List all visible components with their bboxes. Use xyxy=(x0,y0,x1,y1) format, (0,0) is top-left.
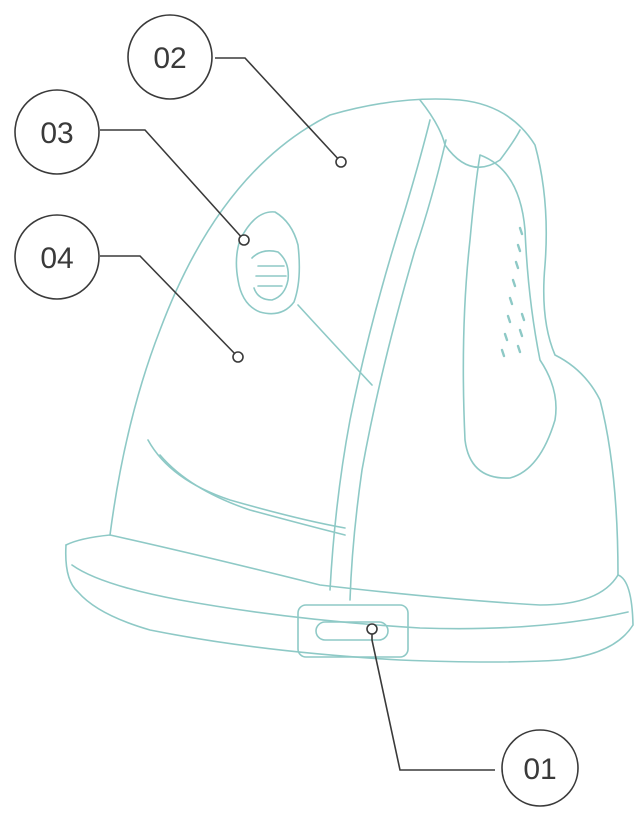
callout-circle-04 xyxy=(14,214,100,300)
scroll-wheel-housing xyxy=(235,211,301,315)
left-button-lower-inner xyxy=(159,454,346,536)
mouse-button-split-inner xyxy=(349,139,447,601)
callout-03: 03 xyxy=(14,89,100,175)
callout-01: 01 xyxy=(501,729,579,807)
scroll-wheel-inner xyxy=(251,250,290,301)
grip-texture-dots xyxy=(500,226,526,358)
anchor-dot-01 xyxy=(366,623,378,635)
callout-label-04: 04 xyxy=(40,242,73,275)
mouse-base-band xyxy=(65,534,619,606)
callout-04: 04 xyxy=(14,214,100,300)
leader-line-03 xyxy=(100,129,245,241)
mouse-base-band-inner xyxy=(71,564,629,630)
callout-label-01: 01 xyxy=(523,753,556,786)
callout-circle-03 xyxy=(14,89,100,175)
scroll-wheel-ridges xyxy=(255,265,287,287)
callout-circle-02 xyxy=(127,14,213,100)
callout-02: 02 xyxy=(127,14,213,100)
leader-line-01 xyxy=(371,629,495,771)
left-button-edge xyxy=(297,304,373,386)
mouse-body-outline xyxy=(109,98,619,576)
anchor-dot-03 xyxy=(238,234,250,246)
mouse-base-outline xyxy=(64,544,634,663)
usb-port-housing xyxy=(297,604,409,658)
mouse-crest-line xyxy=(419,99,521,169)
callout-circle-01 xyxy=(501,729,579,807)
usb-c-port-icon xyxy=(315,621,389,641)
mouse-thumb-recess xyxy=(462,154,557,479)
mouse-button-split xyxy=(329,119,431,591)
leader-line-04 xyxy=(100,255,239,358)
vertical-mouse-icon xyxy=(64,98,634,663)
callout-label-03: 03 xyxy=(40,117,73,150)
anchor-dot-04 xyxy=(232,351,244,363)
leader-line-02 xyxy=(215,57,342,163)
left-button-lower xyxy=(147,439,346,529)
anchor-dot-02 xyxy=(335,156,347,168)
callout-label-02: 02 xyxy=(153,42,186,75)
